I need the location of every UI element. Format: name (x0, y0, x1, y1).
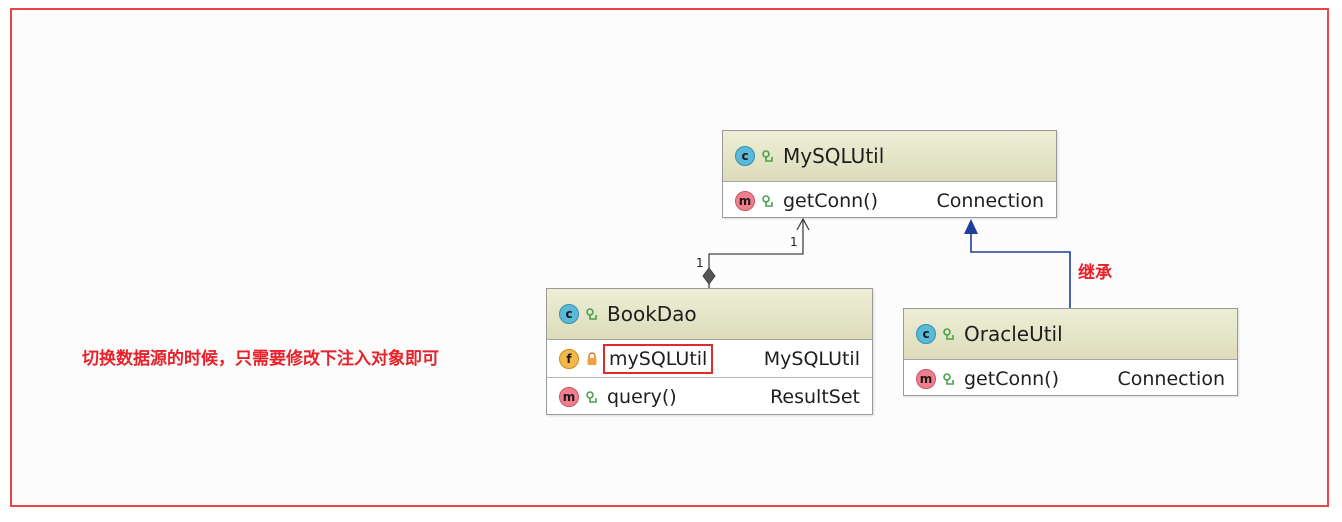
method-icon: m (735, 190, 755, 211)
method-name: getConn() (783, 189, 878, 212)
method-name: query() (607, 385, 677, 408)
inheritance-line (970, 232, 1071, 308)
method-type: Connection (936, 189, 1044, 212)
inheritance-arrowhead (964, 219, 978, 234)
multiplicity-source: 1 (696, 256, 704, 270)
class-header: c OracleUtil (904, 309, 1237, 360)
composition-diamond (702, 267, 716, 285)
switch-datasource-annotation: 切换数据源的时候，只需要修改下注入对象即可 (82, 349, 439, 369)
method-row[interactable]: m getConn() Connection (723, 182, 1056, 219)
public-visibility-icon (942, 327, 956, 341)
method-name: getConn() (964, 367, 1059, 390)
class-icon: c (559, 304, 579, 324)
class-oracleutil[interactable]: c OracleUtil m getConn() Connection (903, 308, 1238, 396)
field-name-highlighted: mySQLUtil (603, 343, 714, 374)
public-visibility-icon (761, 149, 775, 163)
method-type: ResultSet (770, 385, 860, 408)
private-lock-icon (585, 351, 599, 366)
class-icon: c (735, 146, 755, 166)
association-line (708, 220, 804, 288)
method-icon: m (916, 368, 936, 389)
field-row[interactable]: f mySQLUtil MySQLUtil (547, 340, 872, 378)
class-header: c MySQLUtil (723, 131, 1056, 182)
inheritance-annotation: 继承 (1078, 263, 1112, 283)
method-type: Connection (1117, 367, 1225, 390)
class-icon: c (916, 324, 936, 344)
public-visibility-icon (761, 194, 775, 208)
class-bookdao[interactable]: c BookDao f mySQLUtil MySQLUtil m query(… (546, 288, 873, 415)
class-name: OracleUtil (964, 322, 1063, 346)
diagram-frame (10, 8, 1329, 507)
public-visibility-icon (942, 372, 956, 386)
association-arrowhead (796, 217, 810, 231)
class-name: BookDao (607, 302, 697, 326)
field-icon: f (559, 348, 579, 369)
public-visibility-icon (585, 390, 599, 404)
method-row[interactable]: m query() ResultSet (547, 378, 872, 415)
method-row[interactable]: m getConn() Connection (904, 360, 1237, 397)
field-type: MySQLUtil (763, 347, 860, 370)
method-icon: m (559, 386, 579, 407)
class-name: MySQLUtil (783, 144, 885, 168)
class-mysqlutil[interactable]: c MySQLUtil m getConn() Connection (722, 130, 1057, 218)
public-visibility-icon (585, 307, 599, 321)
multiplicity-target: 1 (790, 235, 798, 249)
class-header: c BookDao (547, 289, 872, 340)
